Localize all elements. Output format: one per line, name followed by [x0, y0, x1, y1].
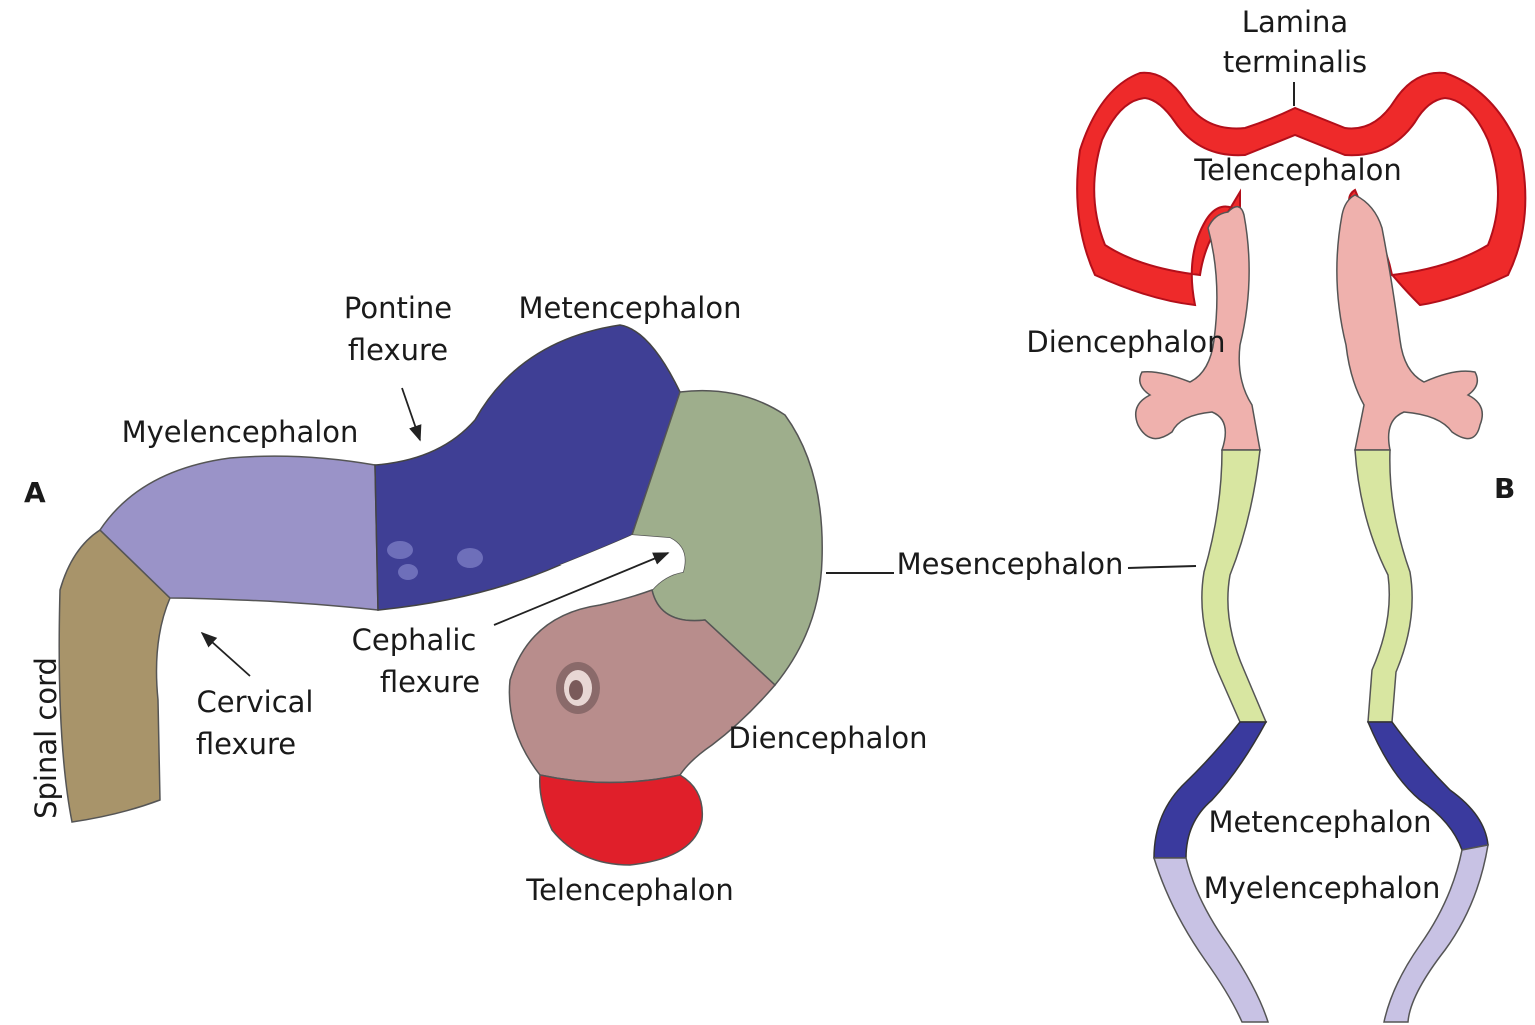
b-diencephalon-right — [1337, 195, 1482, 450]
b-mesencephalon-right — [1355, 450, 1412, 722]
a-telencephalon-label: Telencephalon — [525, 873, 733, 907]
pontine-flexure-label-line1: Pontine — [344, 291, 452, 325]
a-otic-spot — [398, 564, 418, 580]
pontine-flexure-arrow — [402, 388, 420, 440]
b-diencephalon-label: Diencephalon — [1026, 325, 1225, 359]
cephalic-flexure-label-line2: flexure — [380, 665, 480, 699]
mesencephalon-leader-right — [1128, 566, 1196, 568]
lamina-terminalis-label-line2: terminalis — [1223, 45, 1367, 79]
a-otic-spot — [387, 541, 413, 559]
b-metencephalon-label: Metencephalon — [1209, 805, 1432, 839]
a-myelencephalon-label: Myelencephalon — [122, 415, 359, 449]
lamina-terminalis-label-line1: Lamina — [1242, 5, 1348, 39]
a-otic-spot — [457, 548, 483, 568]
panel-a-label: A — [24, 476, 46, 509]
b-myelencephalon-label: Myelencephalon — [1204, 871, 1441, 905]
a-diencephalon-label: Diencephalon — [728, 721, 927, 755]
pontine-flexure-label-line2: flexure — [348, 333, 448, 367]
a-metencephalon-label: Metencephalon — [519, 291, 742, 325]
b-mesencephalon-left — [1202, 450, 1266, 722]
cervical-flexure-arrow — [202, 633, 250, 676]
b-telencephalon-wall — [1077, 73, 1525, 305]
b-telencephalon-label: Telencephalon — [1193, 153, 1401, 187]
panel-a-illustration — [59, 325, 822, 865]
cephalic-flexure-label-line1: Cephalic — [352, 623, 477, 657]
mesencephalon-label: Mesencephalon — [897, 547, 1124, 581]
spinal-cord-label: Spinal cord — [29, 657, 63, 819]
panel-b-label: B — [1494, 472, 1515, 505]
cervical-flexure-label-line1: Cervical — [196, 685, 313, 719]
a-eye-icon — [556, 662, 600, 714]
a-telencephalon-region — [540, 775, 703, 865]
cervical-flexure-label-line2: flexure — [196, 727, 296, 761]
